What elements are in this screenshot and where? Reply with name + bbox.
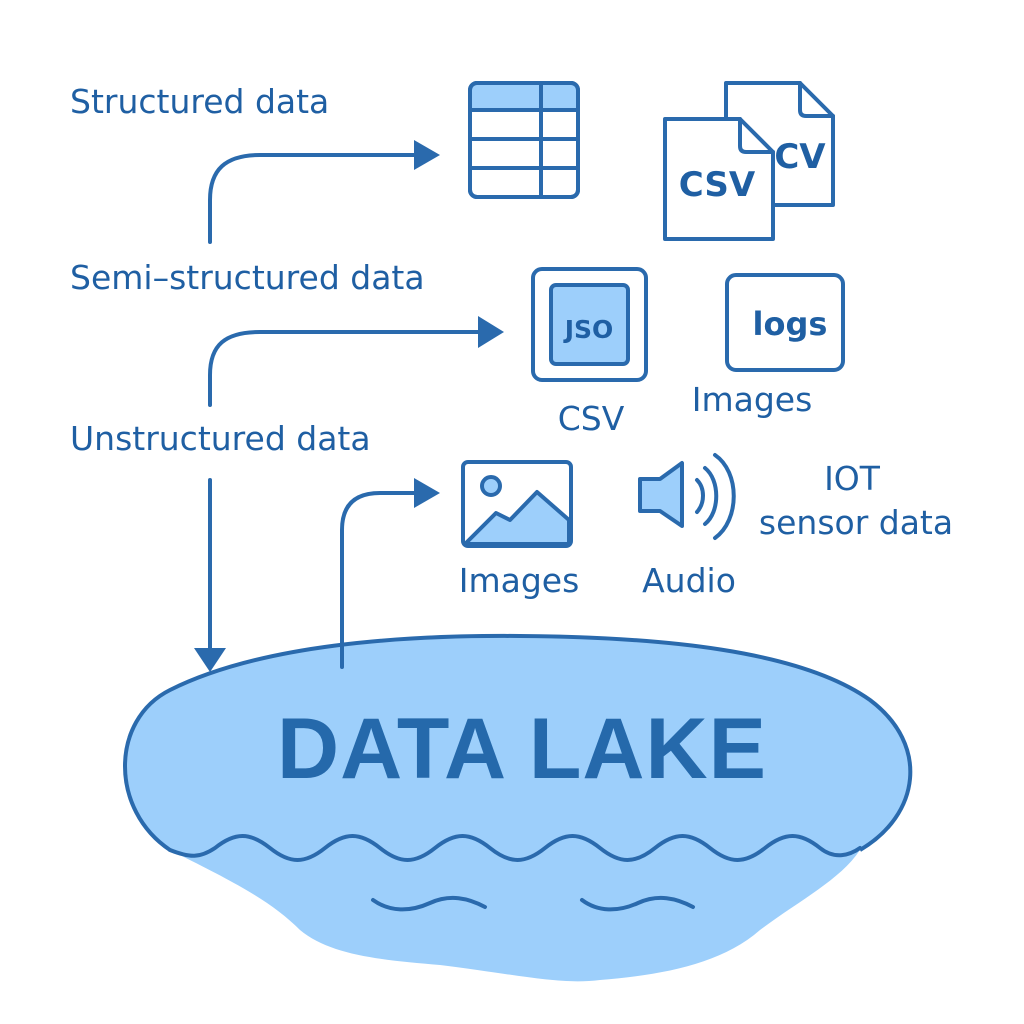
arrow-head-icon bbox=[478, 316, 504, 348]
label-semi-structured-data: Semi–structured data bbox=[70, 258, 425, 297]
csv-file-back-label: CV bbox=[774, 137, 826, 177]
json-caption: CSV bbox=[558, 399, 625, 438]
json-icon: JSO bbox=[531, 267, 648, 382]
audio-caption: Audio bbox=[642, 561, 736, 600]
iot-label-line1: IOT bbox=[824, 459, 881, 498]
image-icon bbox=[461, 460, 573, 548]
json-label: JSO bbox=[563, 315, 614, 344]
label-unstructured-data: Unstructured data bbox=[70, 419, 371, 458]
lake-outline bbox=[123, 633, 913, 852]
csv-file-front-icon: CSV bbox=[663, 117, 775, 241]
lake-wave-line bbox=[168, 834, 862, 862]
logs-caption: Images bbox=[692, 380, 813, 419]
csv-file-front-label: CSV bbox=[679, 165, 756, 205]
lake-water-body bbox=[170, 850, 860, 982]
logs-label: logs bbox=[753, 305, 828, 343]
lake-ripple-right bbox=[580, 895, 695, 912]
lake-ripple-left bbox=[371, 895, 487, 912]
logs-icon: logs bbox=[725, 273, 845, 372]
lake-title: DATA LAKE bbox=[277, 701, 767, 797]
images-caption: Images bbox=[459, 561, 580, 600]
arrow-head-icon bbox=[414, 140, 440, 170]
data-lake: DATA LAKE bbox=[123, 633, 913, 982]
arrow-head-icon bbox=[414, 478, 440, 508]
audio-speaker-icon bbox=[638, 453, 736, 540]
arrow-down-head-icon bbox=[194, 648, 226, 672]
table-icon bbox=[468, 81, 580, 199]
label-structured-data: Structured data bbox=[70, 82, 329, 121]
arrow-semi-structured bbox=[208, 316, 504, 407]
arrow-structured bbox=[208, 140, 440, 244]
arrow-unstructured-down bbox=[194, 478, 226, 672]
iot-label-line2: sensor data bbox=[759, 503, 953, 542]
arrow-lake-to-unstructured bbox=[340, 478, 440, 669]
